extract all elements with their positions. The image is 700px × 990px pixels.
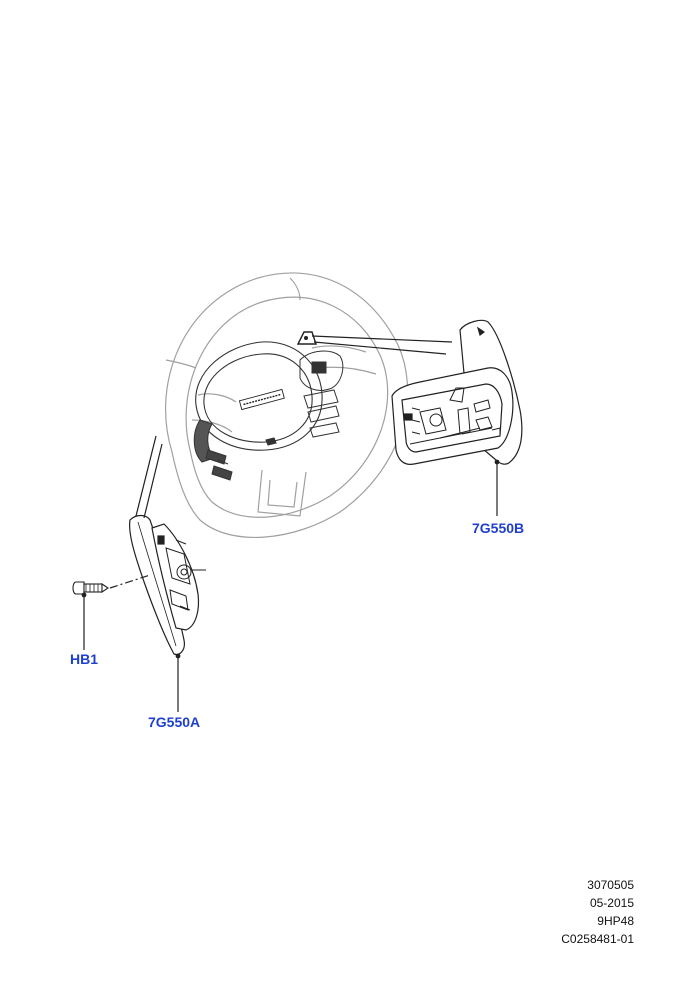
screw-drawing <box>72 581 109 595</box>
switch-pack-left <box>193 419 233 481</box>
assembly-lines <box>83 335 498 712</box>
transmission-code: 9HP48 <box>597 914 634 928</box>
switch-pack-right <box>299 350 344 438</box>
date-code: 05-2015 <box>589 896 634 910</box>
callout-7g550b[interactable]: 7G550B <box>472 520 525 536</box>
illustration-number: 3070505 <box>587 878 634 892</box>
leader-dots <box>81 459 500 659</box>
callout-7g550a[interactable]: 7G550A <box>148 714 201 730</box>
paddle-right-drawing <box>391 319 523 465</box>
paddle-left-drawing <box>129 514 206 655</box>
steering-wheel <box>164 272 409 538</box>
badge <box>238 388 285 411</box>
airbag-cover <box>195 341 323 451</box>
drawing-code: C0258481-01 <box>561 932 634 946</box>
callout-hb1[interactable]: HB1 <box>70 651 99 667</box>
